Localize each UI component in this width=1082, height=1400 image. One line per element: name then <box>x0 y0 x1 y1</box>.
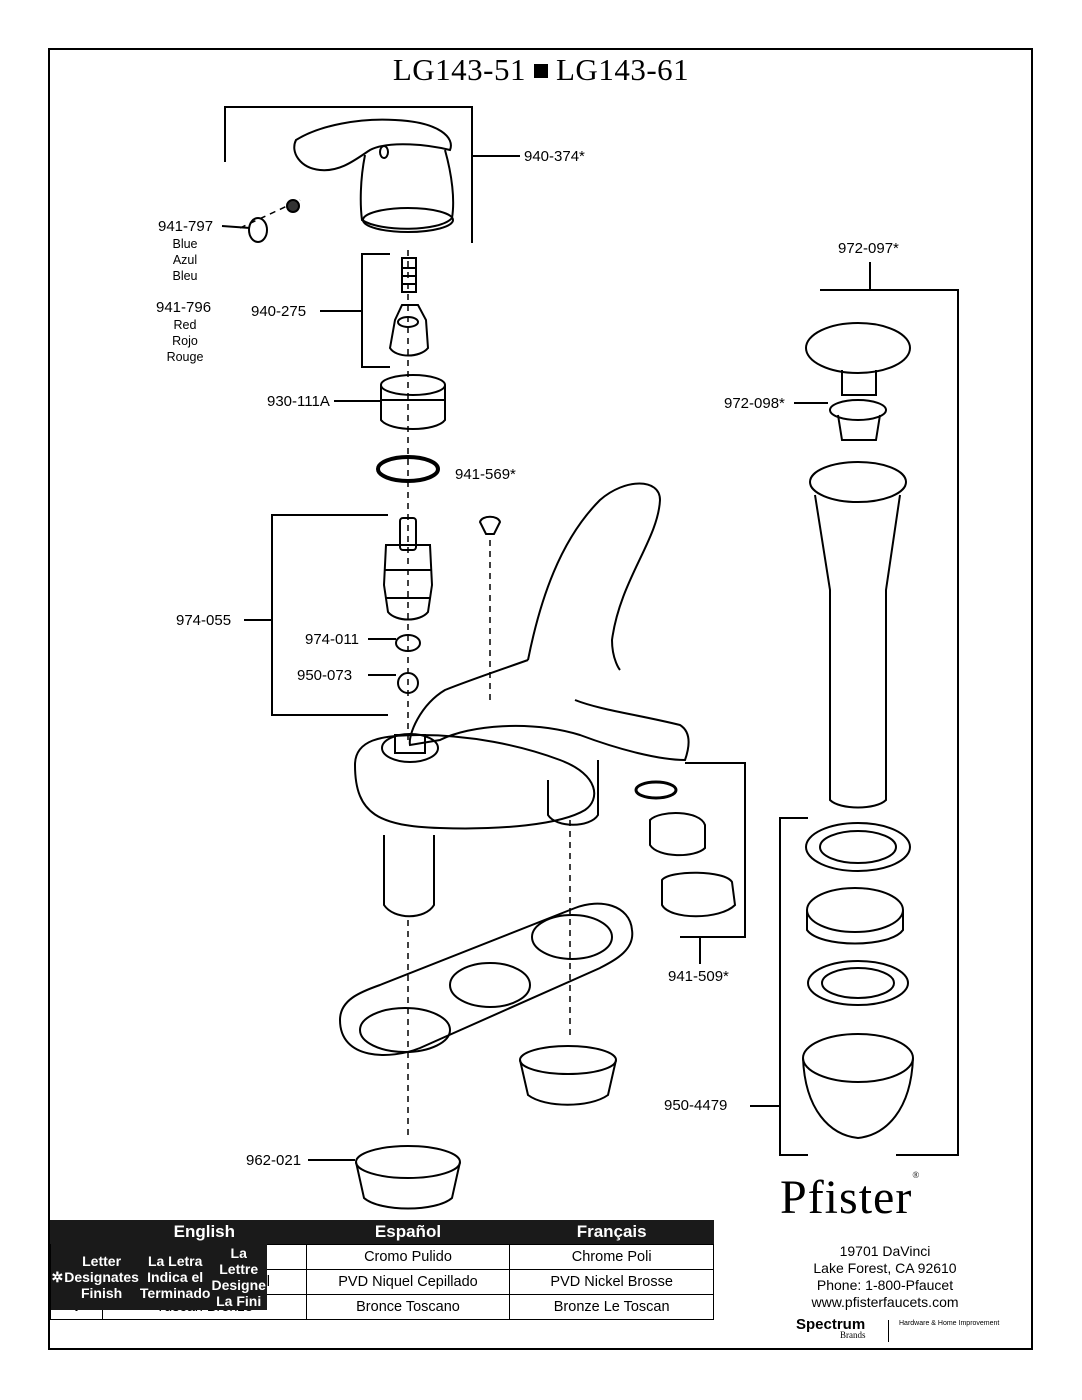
finish-es: Bronce Toscano <box>305 1294 511 1320</box>
part-label-930-111a: 930-111A <box>267 393 330 410</box>
parent-division: Hardware & Home Improvement <box>888 1320 999 1342</box>
website-link: www.pfisterfaucets.com <box>811 1294 959 1310</box>
part-label-941-509: 941-509* <box>668 968 729 985</box>
faucet-body <box>353 482 690 918</box>
model-number-a: LG143-51 <box>392 52 526 87</box>
pop-up-drain <box>802 322 914 1140</box>
part-941-796-colors: Red Rojo Rouge <box>155 317 215 365</box>
spring <box>397 672 419 694</box>
mounting-nut-left <box>355 1145 461 1210</box>
part-label-972-098: 972-098* <box>724 395 785 412</box>
header-french: Français <box>509 1220 714 1244</box>
part-label-974-011: 974-011 <box>305 631 359 648</box>
title-separator <box>534 64 548 78</box>
finish-fr: Bronze Le Toscan <box>509 1294 714 1320</box>
parent-name: Spectrum <box>796 1316 866 1333</box>
part-label-972-097: 972-097* <box>838 240 899 257</box>
brand-contact: 19701 DaVinci Lake Forest, CA 92610 Phon… <box>760 1243 1010 1311</box>
subheader-french: La Lettre Designe La Fini <box>210 1244 267 1310</box>
header-blank <box>50 1220 103 1244</box>
page-frame <box>48 48 1033 1350</box>
model-number-b: LG143-61 <box>556 52 690 87</box>
finish-table-subheader: ✲ Letter Designates Finish La Letra Indi… <box>50 1244 267 1310</box>
color-fr: Rouge <box>166 350 204 364</box>
bonnet-nut <box>380 374 446 430</box>
part-label-950-4479: 950-4479 <box>664 1097 728 1114</box>
part-label-940-374: 940-374* <box>524 148 585 165</box>
color-es: Azul <box>172 253 198 267</box>
subheader-spanish: La Letra Indica el Terminado <box>138 1244 212 1310</box>
seat <box>395 634 421 652</box>
finish-es: Cromo Pulido <box>305 1244 511 1270</box>
part-label-941-797: 941-797 <box>158 218 214 235</box>
index-button <box>248 199 300 243</box>
part-label-974-055: 974-055 <box>176 612 232 629</box>
lever-handle <box>293 118 455 233</box>
aerator <box>634 780 737 918</box>
header-english: English <box>102 1220 307 1244</box>
mounting-nut-right <box>519 1045 617 1106</box>
o-ring <box>376 455 440 483</box>
finish-fr: PVD Nickel Brosse <box>509 1269 714 1295</box>
leader-lines <box>221 106 959 1161</box>
city-line: Lake Forest, CA 92610 <box>813 1260 957 1276</box>
part-label-941-796: 941-796 <box>156 299 212 316</box>
phone-line: Phone: 1-800-Pfaucet <box>816 1277 954 1293</box>
brand-name: Pfister <box>780 1171 913 1224</box>
finish-symbol: ✲ <box>50 1244 65 1310</box>
subheader-english: Letter Designates Finish <box>63 1244 140 1310</box>
brand-logo: Pfister® <box>780 1170 921 1224</box>
valve-cartridge <box>382 517 434 621</box>
screw-and-adapter <box>388 257 430 357</box>
part-label-940-275: 940-275 <box>251 303 307 320</box>
parent-sub: Brands <box>840 1330 866 1340</box>
color-fr: Bleu <box>172 269 198 283</box>
address-line: 19701 DaVinci <box>839 1243 931 1259</box>
color-en: Blue <box>172 237 198 251</box>
color-en: Red <box>173 318 197 332</box>
part-941-797-colors: Blue Azul Bleu <box>155 236 215 284</box>
part-label-962-021: 962-021 <box>246 1152 302 1169</box>
finish-table: English Español Français ✲ Letter Design… <box>50 1220 714 1320</box>
deck-plate <box>338 902 634 1056</box>
header-spanish: Español <box>305 1220 511 1244</box>
page-title: LG143-51 LG143-61 <box>0 52 1082 88</box>
part-label-950-073: 950-073 <box>297 667 353 684</box>
part-label-941-569: 941-569* <box>455 466 516 483</box>
plug-button <box>478 515 502 535</box>
finish-table-header: English Español Français <box>50 1220 714 1244</box>
finish-es: PVD Niquel Cepillado <box>305 1269 511 1295</box>
color-es: Rojo <box>172 334 198 348</box>
parent-company-logo: Spectrum Brands <box>796 1316 866 1340</box>
finish-fr: Chrome Poli <box>509 1244 714 1270</box>
